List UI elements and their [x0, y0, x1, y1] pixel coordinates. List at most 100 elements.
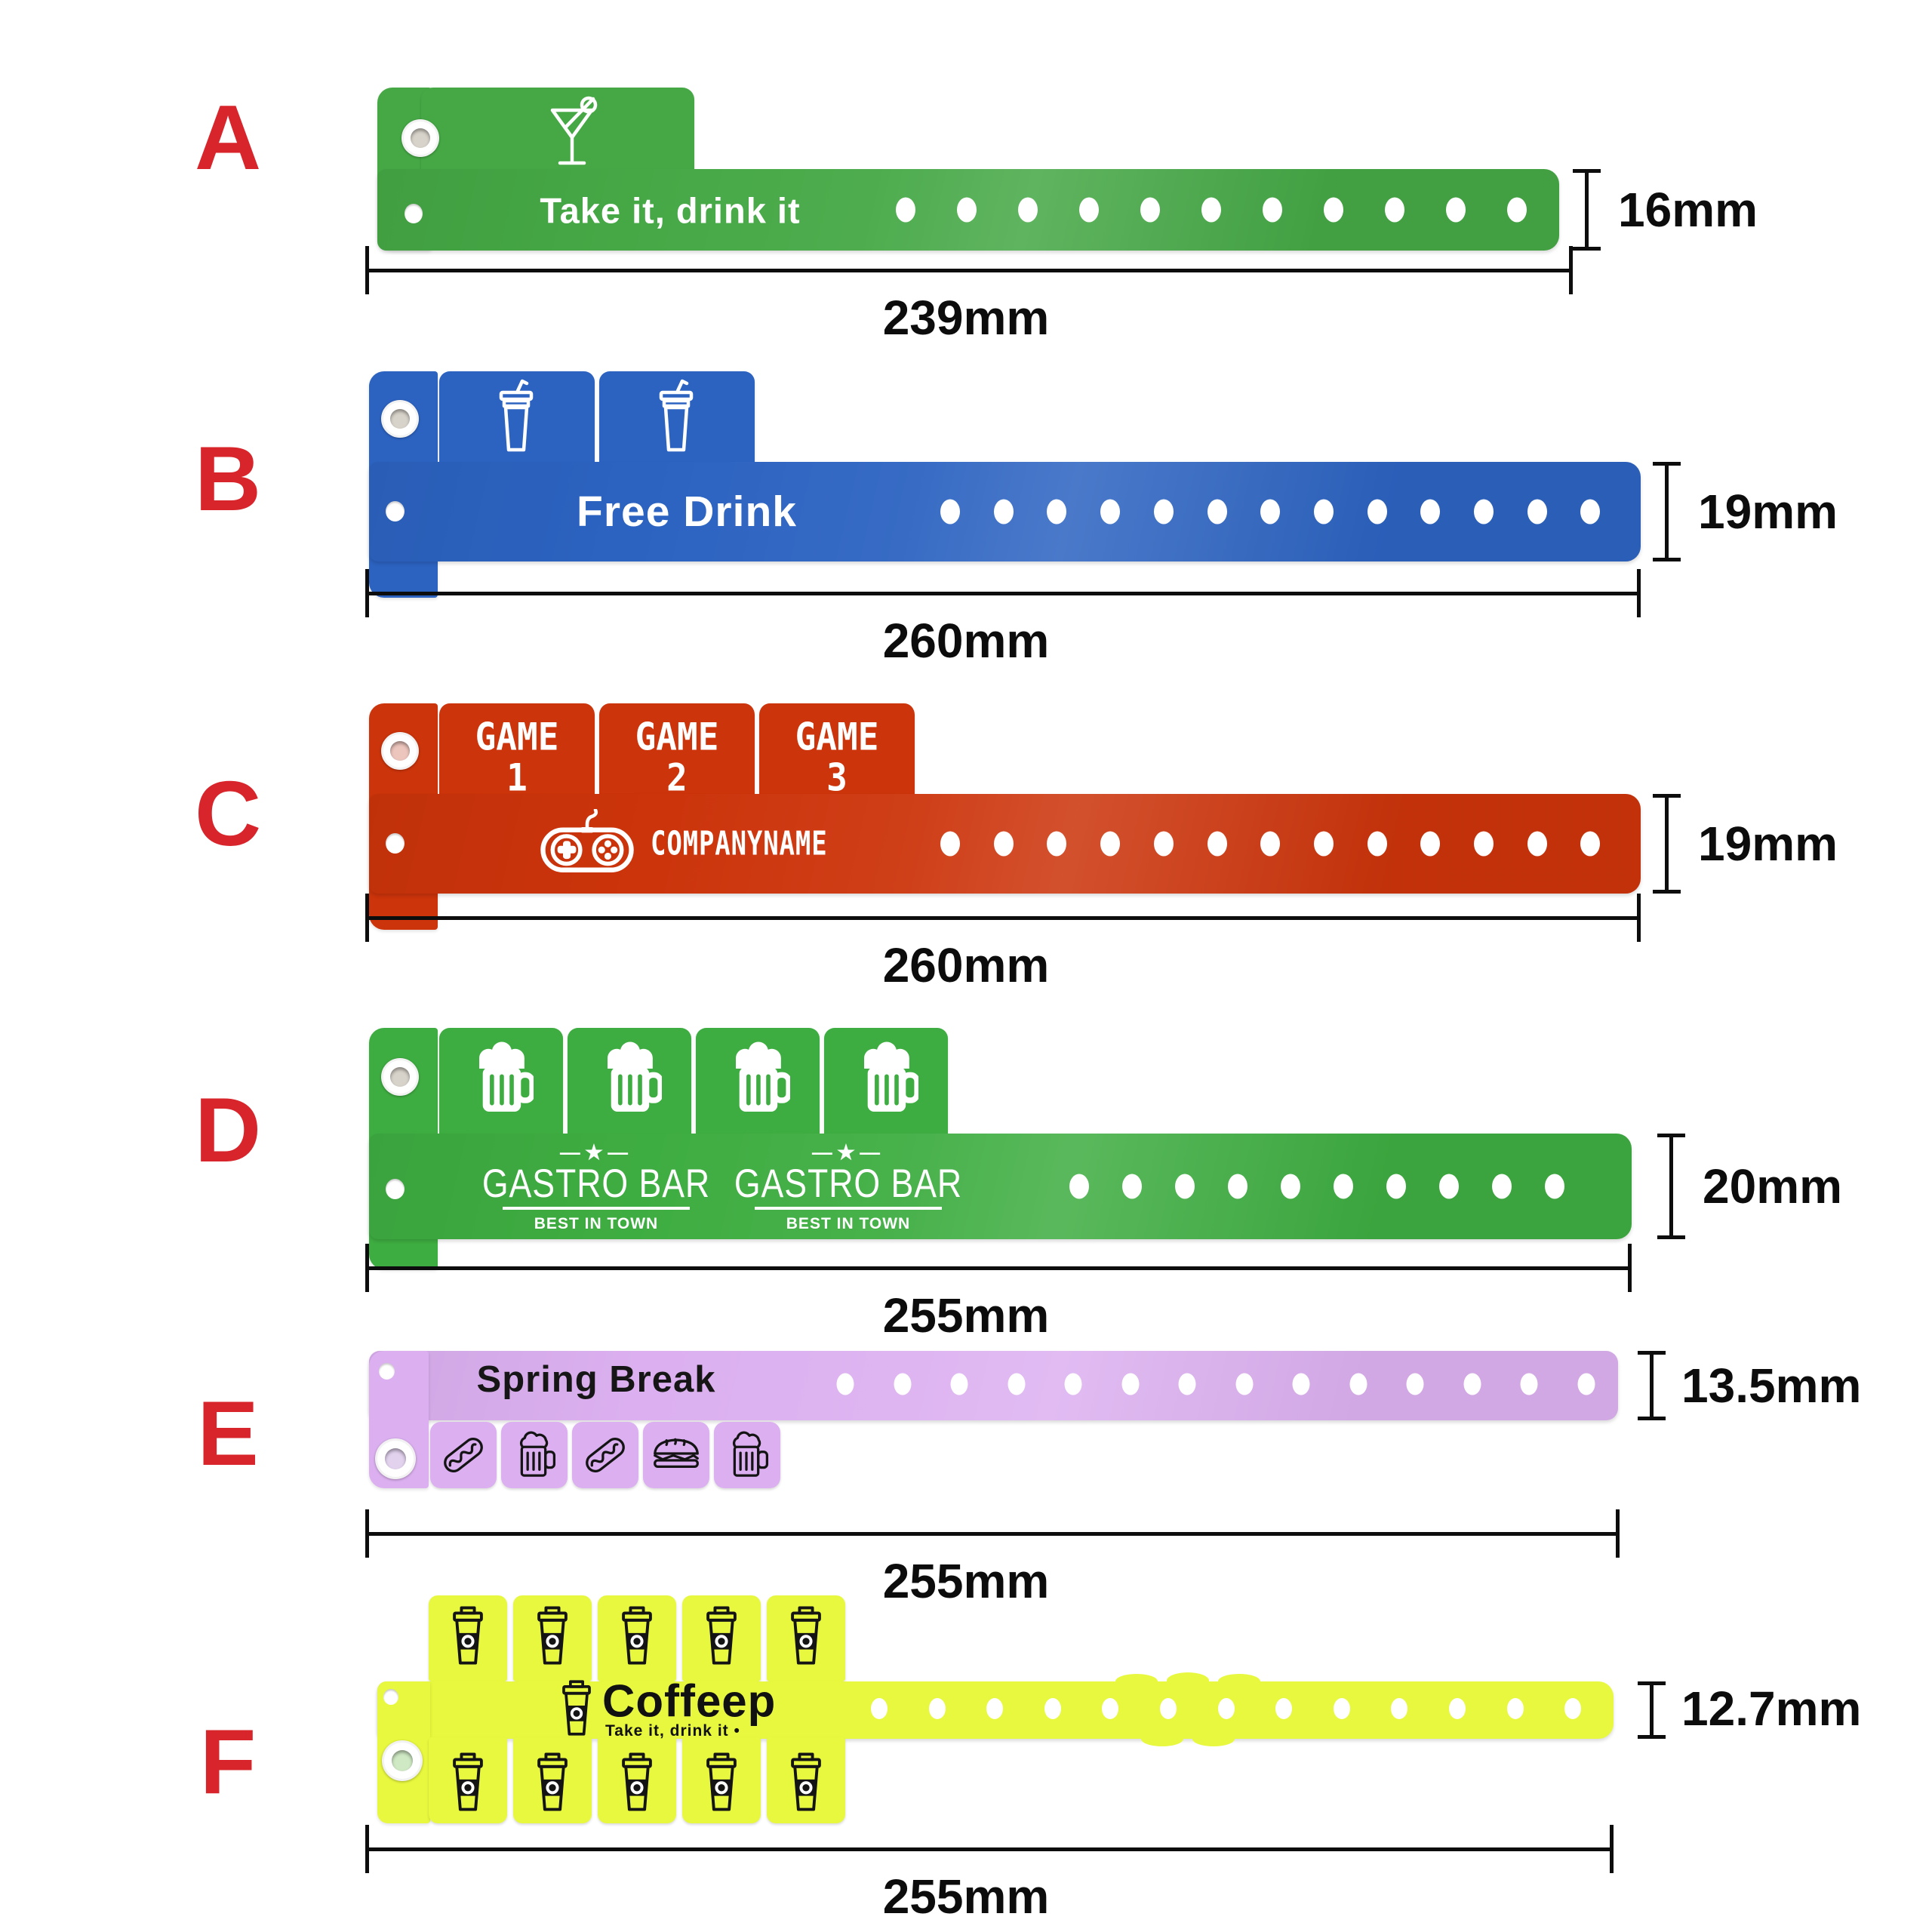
lock-hole [1474, 499, 1494, 525]
lock-hole [1463, 1373, 1481, 1395]
band-c-letter: C [194, 762, 262, 865]
lock-hole [1207, 499, 1227, 525]
game-tab-number: 2 [666, 755, 688, 800]
band-e-tab-1 [430, 1422, 497, 1488]
lock-hole [1121, 1373, 1139, 1395]
lock-hole [1102, 1698, 1119, 1719]
lock-hole [1527, 499, 1547, 525]
lock-hole [1292, 1373, 1310, 1395]
lock-hole [1153, 499, 1174, 525]
band-b-height-label: 19mm [1698, 485, 1838, 539]
band-f-length-label: 255mm [882, 1869, 1050, 1924]
band-b-length-dim [365, 569, 1641, 617]
coffee-cup-icon [562, 1680, 591, 1736]
lock-hole [1044, 1698, 1061, 1719]
lock-hole [1079, 197, 1099, 223]
lock-hole [1580, 499, 1601, 525]
coffee-cup-icon [622, 1752, 652, 1811]
lock-hole [1100, 499, 1121, 525]
band-f-snap [382, 1740, 423, 1781]
drink-cup-icon [659, 379, 694, 452]
band-a-length-label: 239mm [882, 291, 1050, 345]
coffee-cup-icon [791, 1606, 821, 1665]
band-c-brand: COMPANYNAME [651, 824, 828, 863]
lock-hole [940, 831, 960, 857]
lock-hole [1527, 831, 1547, 857]
gastro-bar-logo: —★— GASTRO BAR BEST IN TOWN [475, 1141, 717, 1233]
band-f-bottom-tab-2 [513, 1737, 592, 1823]
band-e-length-label: 255mm [882, 1554, 1050, 1608]
band-f-top-tab-3 [598, 1595, 676, 1681]
band-d-height-dim [1657, 1134, 1685, 1239]
lock-hole [1386, 1174, 1406, 1199]
band-b-snap [381, 400, 419, 438]
band-a-hole [405, 204, 423, 223]
lock-hole [896, 197, 915, 223]
coffee-cup-icon [537, 1752, 568, 1811]
band-e-snap [375, 1438, 416, 1479]
band-c-length-label: 260mm [882, 938, 1050, 992]
hotdog-icon [586, 1437, 625, 1473]
drink-cup-icon [499, 379, 534, 452]
band-a-height-label: 16mm [1618, 183, 1758, 237]
lock-hole [1391, 1698, 1408, 1719]
lock-hole [1313, 831, 1334, 857]
band-a-letter: A [194, 86, 262, 189]
lock-hole [1008, 1373, 1025, 1395]
lock-hole [894, 1373, 911, 1395]
band-d-height-label: 20mm [1703, 1159, 1842, 1214]
beer-icon [608, 1041, 662, 1112]
logo-tagline: BEST IN TOWN [534, 1215, 659, 1232]
lock-hole [871, 1698, 888, 1719]
band-b-letter: B [194, 427, 262, 530]
lock-hole [1324, 197, 1343, 223]
gamepad-icon [540, 809, 634, 872]
band-a-length-dim [365, 246, 1573, 294]
band-f-top-tab-1 [429, 1595, 507, 1681]
band-a-snap [401, 119, 439, 157]
band-e-tab-3 [572, 1422, 638, 1488]
coffee-cup-icon [791, 1752, 821, 1811]
band-e-tab-2 [501, 1422, 568, 1488]
lock-hole [1334, 1174, 1353, 1199]
cocktail-icon [550, 96, 598, 165]
band-e-letter: E [197, 1382, 259, 1484]
lock-hole [1235, 1373, 1253, 1395]
lock-hole [1420, 831, 1441, 857]
band-e-height-dim [1638, 1351, 1666, 1420]
lock-hole [993, 499, 1014, 525]
band-e-height-label: 13.5mm [1681, 1358, 1862, 1413]
lock-hole [1064, 1373, 1082, 1395]
logo-name: GASTRO BAR [734, 1160, 963, 1206]
lock-hole [836, 1373, 854, 1395]
beer-icon [864, 1041, 918, 1112]
logo-ornament: —★— [811, 1141, 885, 1164]
game-tab-number: 1 [506, 755, 528, 800]
lock-hole [928, 1698, 946, 1719]
band-a-text: Take it, drink it [540, 190, 801, 231]
lock-hole [1580, 831, 1601, 857]
lock-hole [993, 831, 1014, 857]
lock-hole [1018, 197, 1038, 223]
coffee-cup-icon [706, 1752, 737, 1811]
lock-hole [1260, 831, 1281, 857]
lock-hole [1047, 831, 1067, 857]
coffee-cup-icon [622, 1606, 652, 1665]
sandwich-icon [654, 1438, 699, 1468]
lock-hole [1333, 1698, 1350, 1719]
logo-ornament: —★— [559, 1141, 633, 1164]
band-b-hole [386, 501, 405, 521]
game-tab-word: GAME [795, 715, 879, 759]
band-b-height-dim [1653, 462, 1681, 561]
band-e-text: Spring Break [476, 1359, 716, 1400]
game-tab-word: GAME [475, 715, 559, 759]
lock-hole [1385, 197, 1404, 223]
logo-name: GASTRO BAR [481, 1160, 711, 1206]
strap-wave [1192, 1731, 1235, 1746]
band-c-height-label: 19mm [1698, 817, 1838, 871]
lock-hole [1420, 499, 1441, 525]
band-e-tab-5 [714, 1422, 780, 1488]
band-f-logo-name: Coffeep [602, 1675, 777, 1727]
band-f-logo-tagline: Take it, drink it • [605, 1722, 740, 1740]
